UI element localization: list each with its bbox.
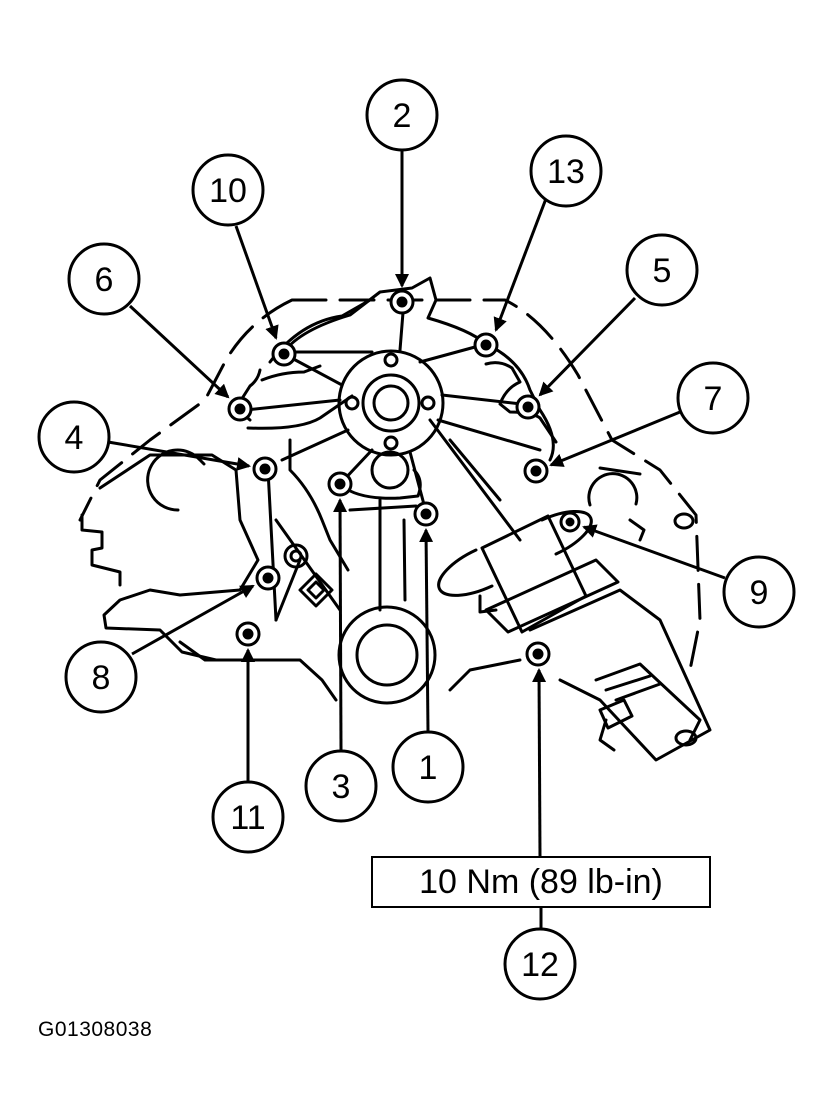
sensor-connector [594,662,702,742]
svg-text:11: 11 [230,799,265,837]
callout-8: 8 [64,640,138,714]
left-cam-boss [146,448,206,512]
bolt-2 [389,289,415,315]
svg-text:8: 8 [92,659,111,697]
svg-text:5: 5 [653,252,672,290]
diamond-mark [298,572,334,608]
crank-seal-outer [337,605,437,705]
pump-hub-inner [372,384,410,422]
lower-hub-boss [370,450,410,490]
svg-text:6: 6 [95,261,114,299]
figure-id: G01308038 [38,1018,153,1041]
pump-hub-mid [361,373,421,433]
svg-text:10: 10 [209,172,247,210]
outlet-flange [484,558,620,634]
cover-lower-edge [178,640,522,702]
svg-text:9: 9 [750,574,769,612]
leader-lines [107,148,726,930]
bolt-13 [473,332,499,358]
right-bolt-hole [673,512,695,530]
leader-13 [493,195,549,332]
pump-ribs [244,298,542,514]
callout-12: 12 [503,927,577,1001]
diagonal-rib [428,418,522,614]
callouts: 1 2 3 4 5 6 7 [37,78,796,1001]
callout-4: 4 [37,400,111,474]
leader-6 [128,304,230,399]
leader-12 [532,668,547,857]
leader-5 [538,296,637,397]
leader-9 [582,524,726,580]
engine-drawing [78,276,712,762]
leader-8 [131,584,255,656]
pump-hub-hole-top [383,352,399,368]
bolt-1 [413,501,439,527]
bolt-7 [523,458,549,484]
bolt-8 [255,565,281,591]
leader-10 [234,225,279,340]
svg-text:12: 12 [521,946,559,984]
block-left-step [80,513,122,587]
bolt-5 [515,394,541,420]
small-boss [283,543,309,569]
svg-text:4: 4 [65,419,84,457]
pump-hub-outer [337,349,445,457]
callout-5: 5 [625,233,699,307]
bolt-3 [327,471,353,497]
bolt-10 [271,341,297,367]
sensor-end-hole [674,729,698,747]
callout-13: 13 [529,134,603,208]
callout-2: 2 [365,78,439,152]
pump-hub-hole-right [420,395,436,411]
cover-dashed-outline [78,298,702,672]
torque-spec-label: 10 Nm (89 lb-in) [419,862,663,901]
leader-3 [333,498,348,751]
svg-text:2: 2 [393,97,412,135]
torque-spec-box: 10 Nm (89 lb-in) [371,856,711,908]
callout-6: 6 [67,242,141,316]
leader-7 [549,410,681,467]
leader-1 [419,528,434,733]
callout-3: 3 [304,749,378,823]
callout-9: 9 [722,555,796,629]
center-ridge [266,438,407,622]
svg-text:1: 1 [419,749,438,787]
right-cam-boss [587,472,639,507]
callout-10: 10 [191,153,265,227]
callout-11: 11 [211,780,285,854]
bolt-9 [559,511,581,533]
crank-seal-inner [355,623,419,687]
pump-hub-hole-bottom [383,435,399,451]
sensor-threads [598,698,634,752]
lower-hub-bracket [340,468,422,512]
bolt-6 [227,396,253,422]
bolts [227,289,581,667]
sensor-body [528,588,712,762]
callout-1: 1 [391,730,465,804]
right-bracket [598,466,646,542]
bolt-4 [252,456,278,482]
bolt-12 [525,641,551,667]
svg-text:13: 13 [547,153,585,191]
callout-7: 7 [676,361,750,435]
svg-text:7: 7 [704,380,723,418]
svg-text:3: 3 [332,768,351,806]
lower-left-rib [274,518,342,622]
bolt-11 [235,621,261,647]
small-boss-inner [289,549,303,563]
leader-4 [107,440,251,471]
